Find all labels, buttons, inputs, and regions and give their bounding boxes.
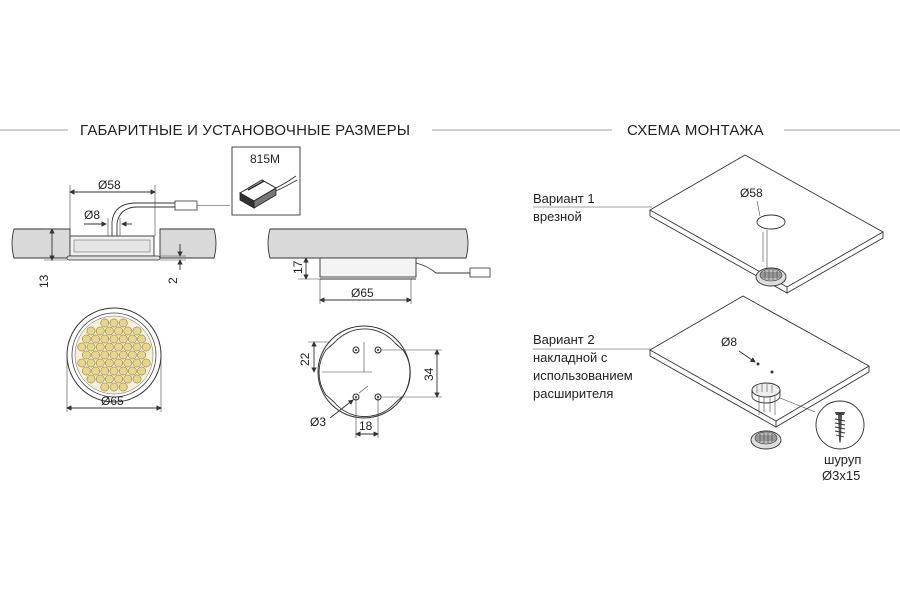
variant2-line4: расширителя	[533, 386, 613, 401]
led-cell	[109, 366, 119, 376]
led-cell	[132, 342, 142, 352]
dim-h2: 2	[166, 277, 180, 284]
led-cell	[118, 318, 128, 328]
dim-d65-side: Ø65	[351, 286, 374, 300]
led-grid	[77, 318, 151, 392]
led-cell	[82, 334, 91, 344]
led-cell	[114, 326, 123, 336]
led-cell	[95, 342, 105, 352]
led-cell	[105, 358, 114, 368]
led-cell	[118, 366, 128, 376]
led-cell	[91, 366, 100, 376]
led-cell	[123, 358, 133, 368]
led-cell	[95, 358, 105, 368]
led-cell	[109, 350, 119, 360]
variant2-line3: использованием	[533, 368, 633, 383]
led-cell	[91, 350, 100, 360]
led-cell	[95, 326, 105, 336]
led-cell	[132, 358, 142, 368]
led-cell	[132, 374, 142, 384]
dim-w22: 22	[298, 352, 312, 366]
screw-size: Ø3x15	[822, 468, 860, 483]
connector-icon	[239, 175, 298, 209]
led-cell	[128, 350, 137, 360]
led-cell	[86, 358, 96, 368]
led-cell	[118, 382, 128, 392]
led-cell	[86, 326, 96, 336]
dim-h17: 17	[291, 260, 305, 274]
led-cell	[82, 366, 91, 376]
led-cell	[141, 342, 151, 352]
led-cell	[109, 382, 119, 392]
dim-d58: Ø58	[98, 178, 121, 192]
led-cell	[128, 334, 137, 344]
led-cell	[100, 334, 110, 344]
led-cell	[114, 374, 123, 384]
mounting-variant-1: Вариант 1 врезной Ø58	[533, 154, 884, 294]
led-cell	[77, 358, 87, 368]
led-cell	[100, 350, 110, 360]
dim-d3: Ø3	[310, 415, 326, 429]
dim-d65-bottom: Ø65	[101, 394, 124, 408]
dim-d8: Ø8	[84, 208, 100, 222]
led-cell	[105, 326, 114, 336]
variant2-title: Вариант 2	[533, 332, 595, 347]
connector-label: 815M	[250, 152, 280, 166]
led-cell	[137, 334, 146, 344]
front-view-led: Ø65	[66, 307, 162, 412]
led-cell	[109, 318, 119, 328]
variant1-title: Вариант 1	[533, 191, 595, 206]
led-cell	[91, 334, 100, 344]
dim-h13: 13	[37, 274, 51, 288]
led-cell	[109, 334, 119, 344]
led-cell	[128, 366, 137, 376]
led-cell	[105, 374, 114, 384]
led-cell	[141, 358, 151, 368]
side-view-surface: 17 Ø65	[267, 228, 491, 304]
dim-w34: 34	[422, 367, 436, 381]
section-header-dimensions: ГАБАРИТНЫЕ И УСТАНОВОЧНЫЕ РАЗМЕРЫ	[0, 122, 612, 139]
section-header-mounting: СХЕМА МОНТАЖА	[627, 122, 900, 139]
side-view-recessed: Ø58 Ø8 13 2	[11, 178, 230, 288]
header-mounting-text: СХЕМА МОНТАЖА	[627, 122, 764, 139]
mounting-variant-2: Вариант 2 накладной с использованием рас…	[533, 295, 870, 483]
led-cell	[118, 334, 128, 344]
header-dimensions-text: ГАБАРИТНЫЕ И УСТАНОВОЧНЫЕ РАЗМЕРЫ	[80, 122, 410, 139]
led-cell	[95, 374, 105, 384]
variant1-hole: Ø58	[740, 186, 763, 200]
led-cell	[137, 350, 146, 360]
variant2-hole: Ø8	[721, 335, 737, 349]
led-cell	[118, 350, 128, 360]
led-cell	[123, 326, 133, 336]
led-cell	[82, 350, 91, 360]
led-cell	[114, 358, 123, 368]
led-cell	[100, 382, 110, 392]
led-cell	[86, 342, 96, 352]
dim-w18: 18	[359, 419, 373, 433]
led-cell	[105, 342, 114, 352]
led-cell	[137, 366, 146, 376]
led-cell	[123, 374, 133, 384]
led-cell	[132, 326, 142, 336]
back-view-holes: 22 34 Ø3 18	[298, 325, 442, 438]
led-cell	[100, 366, 110, 376]
connector-callout: 815M	[231, 146, 301, 216]
variant2-line2: накладной с	[533, 350, 608, 365]
variant1-subtitle: врезной	[533, 209, 582, 224]
screw-name: шуруп	[824, 452, 861, 467]
led-cell	[86, 374, 96, 384]
led-cell	[123, 342, 133, 352]
screw-icon	[834, 412, 846, 444]
led-cell	[77, 342, 87, 352]
led-cell	[114, 342, 123, 352]
led-cell	[100, 318, 110, 328]
